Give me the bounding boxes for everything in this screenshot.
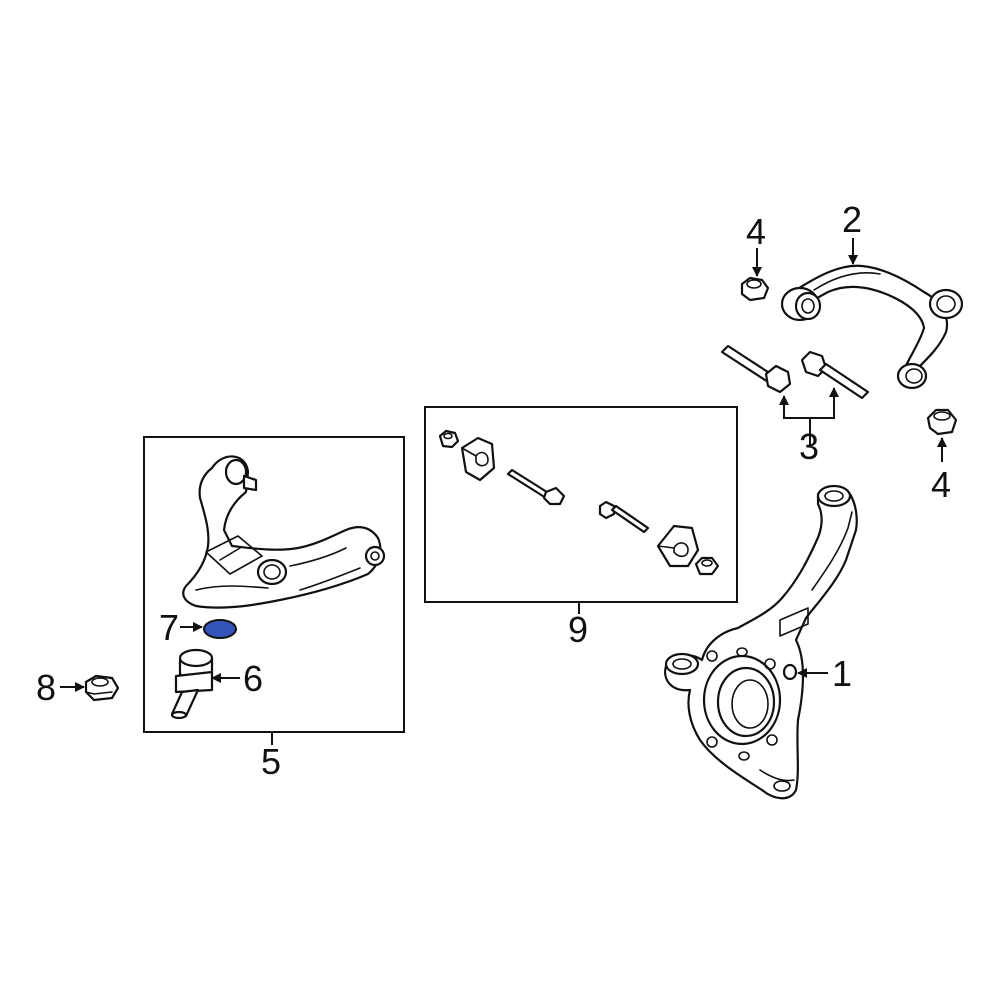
kit-box-9 bbox=[424, 406, 738, 603]
nut-4-lower[interactable] bbox=[926, 408, 958, 436]
callout-2: 2 bbox=[842, 199, 862, 240]
callout-9: 9 bbox=[568, 609, 588, 650]
callout-3: 3 bbox=[799, 426, 819, 467]
control-arm-assembly[interactable] bbox=[182, 455, 386, 609]
callout-4-lower: 4 bbox=[931, 464, 951, 505]
callout-6: 6 bbox=[243, 658, 263, 699]
nut-4-upper[interactable] bbox=[740, 276, 770, 302]
steering-knuckle-1[interactable] bbox=[664, 484, 858, 800]
callout-7: 7 bbox=[159, 607, 179, 648]
kit-box-5 bbox=[143, 436, 405, 733]
callout-1: 1 bbox=[832, 653, 852, 694]
nut-8[interactable] bbox=[84, 674, 120, 702]
ball-joint-6[interactable] bbox=[170, 648, 214, 720]
upper-arm-2[interactable] bbox=[780, 264, 964, 390]
bolts-3[interactable] bbox=[720, 344, 870, 400]
alignment-kit-parts[interactable] bbox=[438, 429, 720, 576]
callout-8: 8 bbox=[36, 667, 56, 708]
callout-5: 5 bbox=[261, 741, 281, 782]
ball-joint-seal-7[interactable] bbox=[203, 619, 237, 639]
callout-4-upper: 4 bbox=[746, 211, 766, 252]
